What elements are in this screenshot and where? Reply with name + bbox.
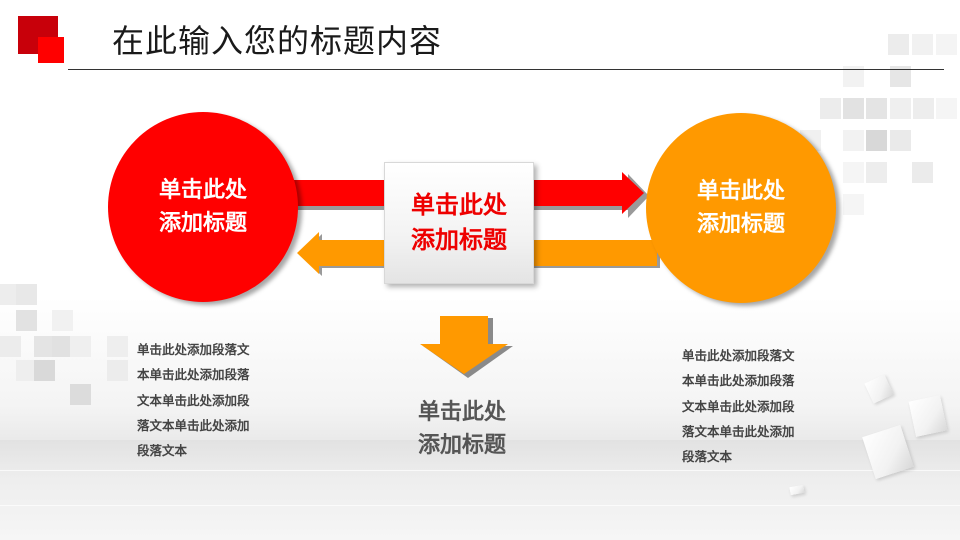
bottom-title-line1: 单击此处 bbox=[417, 400, 506, 425]
paragraph-line: 段落文本 bbox=[137, 443, 188, 459]
paragraph-line: 段落文本 bbox=[682, 449, 733, 465]
bottom-title-line2: 添加标题 bbox=[417, 433, 506, 458]
paragraph-line: 单击此处添加段落文 bbox=[682, 348, 795, 363]
floor-line bbox=[0, 470, 960, 471]
paragraph-line: 落文本单击此处添加 bbox=[137, 417, 250, 433]
left-circle-line1: 单击此处 bbox=[158, 178, 247, 203]
right-circle-title[interactable]: 单击此处 添加标题 bbox=[646, 113, 836, 303]
paragraph-line: 落文本单击此处添加 bbox=[682, 423, 795, 439]
title-divider bbox=[68, 69, 944, 70]
center-box-title[interactable]: 单击此处 添加标题 bbox=[384, 162, 534, 284]
paragraph-line: 文本单击此处添加段 bbox=[682, 398, 795, 414]
left-circle-title[interactable]: 单击此处 添加标题 bbox=[108, 112, 298, 302]
right-circle-line1: 单击此处 bbox=[696, 179, 785, 204]
paragraph-line: 文本单击此处添加段 bbox=[137, 392, 250, 408]
right-circle-line2: 添加标题 bbox=[696, 212, 785, 237]
arrow-down-icon bbox=[420, 316, 513, 378]
right-paragraph[interactable]: 单击此处添加段落文 本单击此处添加段落 文本单击此处添加段 落文本单击此处添加 … bbox=[682, 343, 814, 469]
paragraph-line: 单击此处添加段落文 bbox=[137, 342, 250, 357]
center-box-line1: 单击此处 bbox=[411, 191, 507, 219]
bottom-title[interactable]: 单击此处 添加标题 bbox=[392, 396, 532, 462]
paragraph-line: 本单击此处添加段落 bbox=[137, 367, 250, 383]
paragraph-line: 本单击此处添加段落 bbox=[682, 373, 795, 389]
page-title[interactable]: 在此输入您的标题内容 bbox=[112, 22, 443, 60]
center-box-line2: 添加标题 bbox=[411, 226, 507, 254]
left-paragraph[interactable]: 单击此处添加段落文 本单击此处添加段落 文本单击此处添加段 落文本单击此处添加 … bbox=[137, 337, 269, 463]
logo-square-red bbox=[38, 37, 64, 63]
left-circle-line2: 添加标题 bbox=[158, 211, 247, 236]
floor-line bbox=[0, 505, 960, 506]
